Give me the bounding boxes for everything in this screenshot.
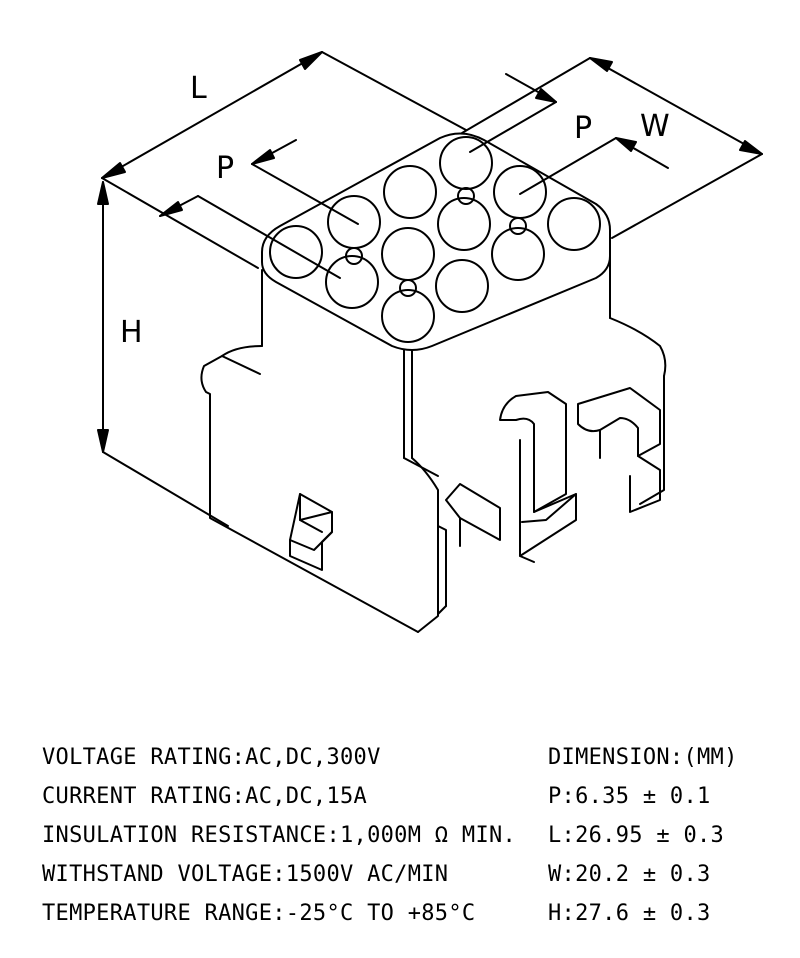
label-l: L bbox=[190, 71, 207, 106]
connector-body bbox=[200, 132, 667, 633]
label-p-front: P bbox=[216, 151, 234, 186]
temperature-range: TEMPERATURE RANGE:-25°C TO +85°C bbox=[42, 901, 476, 926]
dimension-w-lines bbox=[461, 57, 763, 239]
label-p-side: P bbox=[574, 111, 592, 146]
withstand-voltage: WITHSTAND VOLTAGE:1500V AC/MIN bbox=[42, 862, 449, 887]
current-rating: CURRENT RATING:AC,DC,15A bbox=[42, 784, 368, 809]
voltage-rating: VOLTAGE RATING:AC,DC,300V bbox=[42, 745, 381, 770]
dimension-l: L:26.95 ± 0.3 bbox=[548, 823, 725, 848]
small-holes bbox=[345, 187, 527, 297]
dimension-p: P:6.35 ± 0.1 bbox=[548, 784, 711, 809]
label-w: W bbox=[640, 109, 670, 144]
dimension-list: DIMENSION:(MM) P:6.35 ± 0.1 L:26.95 ± 0.… bbox=[548, 738, 738, 933]
contact-cavities bbox=[269, 136, 601, 343]
insulation-resistance: INSULATION RESISTANCE:1,000M Ω MIN. bbox=[42, 823, 517, 848]
dimension-w: W:20.2 ± 0.3 bbox=[548, 862, 711, 887]
dimension-h-lines bbox=[97, 181, 229, 527]
spec-list: VOLTAGE RATING:AC,DC,300V CURRENT RATING… bbox=[42, 738, 516, 933]
dimension-p-front-lines bbox=[159, 139, 359, 279]
dimension-l-lines bbox=[101, 51, 467, 269]
dimension-p-side-lines bbox=[469, 73, 669, 195]
label-h: H bbox=[120, 315, 143, 350]
dimension-title: DIMENSION:(MM) bbox=[548, 745, 738, 770]
connector-drawing: L W H P P bbox=[97, 51, 763, 633]
dimension-h: H:27.6 ± 0.3 bbox=[548, 901, 711, 926]
